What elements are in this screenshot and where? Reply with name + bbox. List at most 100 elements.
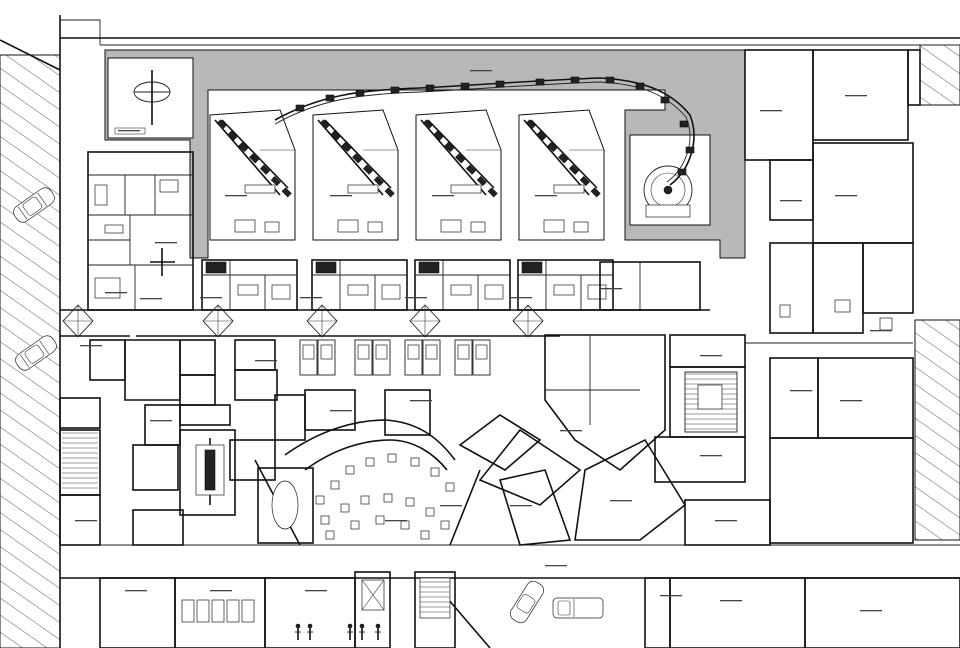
corridor-markers bbox=[62, 304, 544, 338]
room-label bbox=[385, 520, 407, 522]
right-parking-strip bbox=[914, 44, 960, 541]
room-label bbox=[790, 390, 812, 392]
room-label bbox=[535, 195, 557, 197]
magnet bbox=[355, 89, 365, 97]
left-parking-strip bbox=[0, 15, 61, 648]
magnet bbox=[679, 120, 689, 128]
magnet bbox=[635, 82, 645, 90]
car-icon bbox=[510, 580, 544, 624]
exam-cubicle bbox=[454, 339, 473, 376]
lounge-chair bbox=[375, 515, 385, 525]
room-label bbox=[845, 95, 867, 97]
room-label bbox=[720, 600, 742, 602]
beamline-shielding-block bbox=[104, 49, 746, 259]
treatment-room bbox=[317, 119, 398, 233]
lounge-chair bbox=[383, 493, 393, 503]
person-icon bbox=[359, 623, 365, 640]
room-label bbox=[840, 400, 862, 402]
lounge-chair bbox=[340, 503, 350, 513]
elevator-icon bbox=[361, 579, 385, 611]
corridor-marker bbox=[202, 304, 234, 338]
exam-cubicle bbox=[299, 339, 318, 376]
magnet bbox=[325, 94, 335, 102]
magnet bbox=[460, 82, 470, 90]
lounge-chair bbox=[365, 457, 375, 467]
room-label bbox=[80, 345, 102, 347]
room-label bbox=[210, 590, 232, 592]
room-label bbox=[660, 595, 682, 597]
room-label bbox=[510, 297, 532, 299]
magnet bbox=[535, 78, 545, 86]
corridor-marker bbox=[62, 304, 94, 338]
exam-cubicle bbox=[472, 339, 491, 376]
room-label bbox=[150, 420, 172, 422]
room-label bbox=[155, 242, 177, 244]
bottom-service-strip bbox=[99, 571, 960, 648]
room-label bbox=[125, 590, 147, 592]
magnet bbox=[495, 80, 505, 88]
locker bbox=[211, 599, 225, 623]
room-label bbox=[200, 297, 222, 299]
room-label bbox=[105, 292, 127, 294]
exam-cubicle bbox=[404, 339, 423, 376]
lounge-chair bbox=[387, 453, 397, 463]
lounge-chair bbox=[400, 520, 410, 530]
stair-icon bbox=[684, 371, 738, 433]
room-label bbox=[715, 520, 737, 522]
room-label bbox=[432, 195, 454, 197]
cyclotron bbox=[643, 165, 693, 218]
room-label bbox=[610, 500, 632, 502]
treatment-room bbox=[214, 119, 295, 233]
magnet bbox=[425, 84, 435, 92]
person-icon bbox=[295, 623, 301, 640]
room-label bbox=[470, 70, 492, 72]
room-label bbox=[140, 298, 162, 300]
magnet bbox=[677, 168, 687, 176]
room-label bbox=[405, 297, 427, 299]
exam-cubicle bbox=[354, 339, 373, 376]
magnet bbox=[390, 86, 400, 94]
room-label bbox=[860, 610, 882, 612]
control-room bbox=[201, 259, 298, 311]
room-label bbox=[440, 505, 462, 507]
lounge-chair bbox=[410, 457, 420, 467]
lounge-chair bbox=[320, 515, 330, 525]
room-label bbox=[330, 195, 352, 197]
lounge-chair bbox=[350, 520, 360, 530]
control-room bbox=[311, 259, 408, 311]
treatment-rooms bbox=[214, 119, 604, 233]
magnet bbox=[685, 146, 695, 154]
room-label bbox=[835, 195, 857, 197]
room-label bbox=[510, 505, 532, 507]
main-corridor bbox=[60, 309, 960, 579]
exam-cubicle bbox=[317, 339, 336, 376]
room-label bbox=[330, 410, 352, 412]
room-label bbox=[700, 355, 722, 357]
lounge-chair bbox=[325, 530, 335, 540]
site-boundary bbox=[60, 19, 960, 46]
corridor-marker bbox=[306, 304, 338, 338]
lounge-chair bbox=[425, 507, 435, 517]
lounge-chair bbox=[420, 530, 430, 540]
person-icon bbox=[347, 623, 353, 640]
magnet bbox=[570, 76, 580, 84]
control-room-row bbox=[201, 259, 701, 311]
room-label bbox=[75, 520, 97, 522]
gantry-symbol bbox=[114, 70, 171, 135]
room-label bbox=[305, 590, 327, 592]
room-label bbox=[600, 288, 622, 290]
lounge-chair bbox=[345, 465, 355, 475]
treatment-room bbox=[420, 119, 501, 233]
exam-cubicle bbox=[422, 339, 441, 376]
control-room bbox=[517, 259, 614, 311]
lounge-chair bbox=[315, 495, 325, 505]
magnet bbox=[605, 76, 615, 84]
support-block-left bbox=[87, 151, 194, 311]
room-label bbox=[780, 200, 802, 202]
lounge-chair bbox=[405, 497, 415, 507]
room-label bbox=[118, 130, 140, 132]
room-labels bbox=[75, 70, 892, 612]
room-label bbox=[545, 565, 567, 567]
locker bbox=[196, 599, 210, 623]
